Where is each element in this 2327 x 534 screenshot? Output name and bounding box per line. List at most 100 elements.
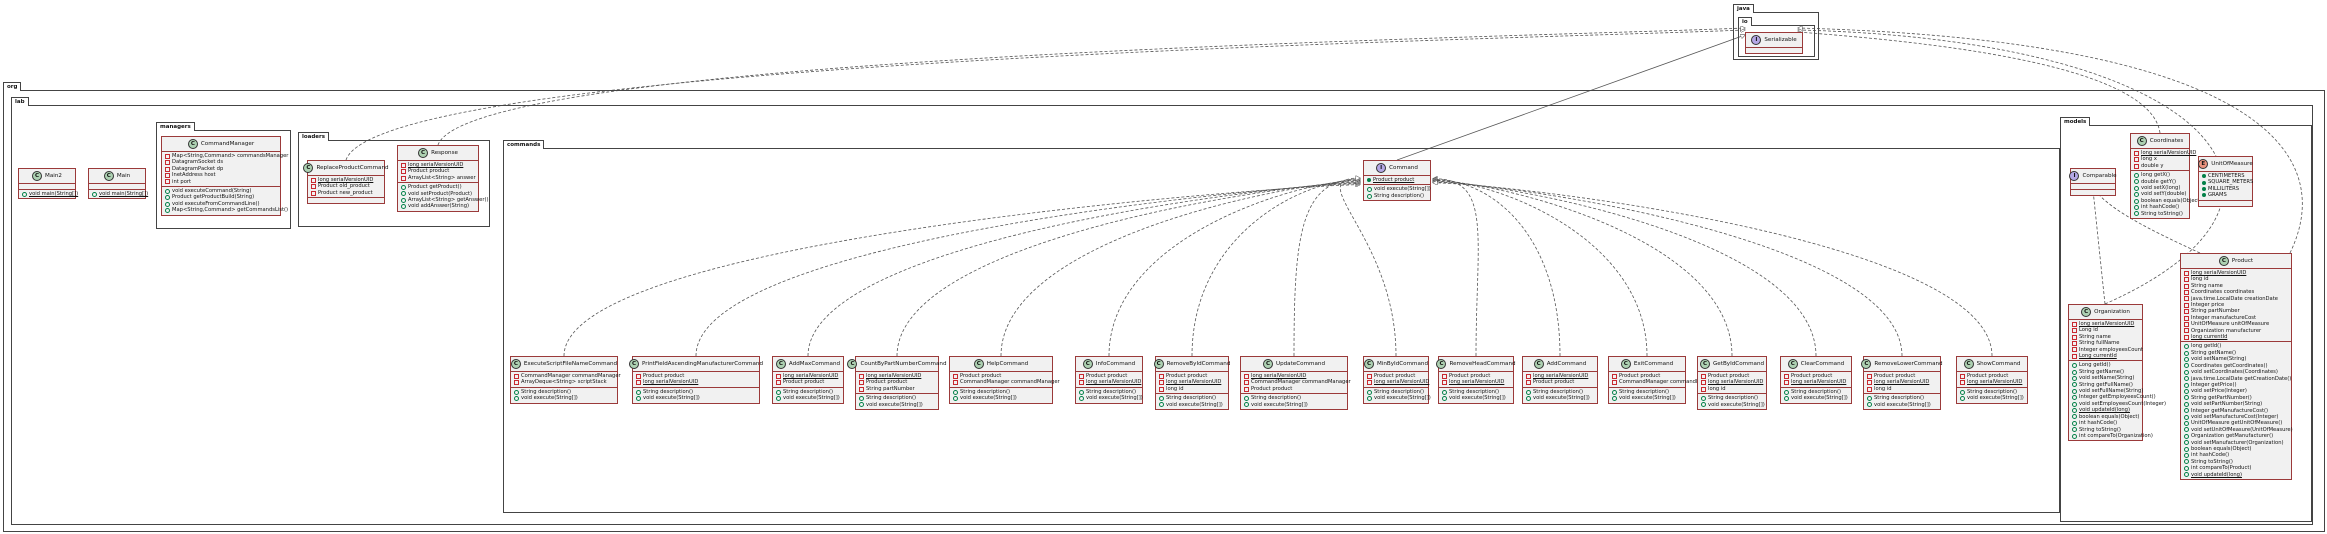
method: long getX(): [2141, 172, 2170, 179]
field: Product product: [1449, 373, 1491, 379]
method: void execute(String[]): [521, 395, 578, 402]
public-method-icon: [165, 195, 170, 201]
method: Integer getPrice(): [2191, 381, 2237, 388]
public-method-icon: [2184, 427, 2189, 433]
realization-line: [1798, 30, 2225, 305]
method: void setProduct(Product): [408, 190, 472, 197]
field: long serialVersionUID: [1874, 379, 1930, 386]
method: Integer getEmployeesCount(): [2079, 394, 2156, 401]
public-method-icon: [1784, 395, 1789, 401]
public-method-icon: [22, 191, 27, 197]
method: Integer getManufactureCost(): [2191, 407, 2269, 414]
enum-value: GRAMS: [2208, 192, 2227, 199]
class-name: ClearCommand: [1800, 360, 1845, 367]
method: void setFullName(String): [2079, 388, 2144, 395]
method: void execute(String[]): [1086, 395, 1143, 402]
method: void setY(double): [2141, 191, 2187, 198]
package-lab: lab: [11, 97, 2313, 525]
private-field-icon: [2072, 340, 2077, 346]
class-icon: C: [1436, 359, 1447, 369]
field: String partNumber: [866, 385, 915, 392]
method: void setX(long): [2141, 185, 2181, 192]
field: CommandManager commandManager: [1251, 379, 1351, 386]
field: Product product: [783, 379, 825, 386]
private-field-icon: [953, 380, 958, 386]
field: Product product: [1708, 373, 1750, 379]
realization-line: [1798, 32, 2161, 134]
package-org-label: org: [3, 82, 22, 91]
public-method-icon: [2072, 420, 2077, 426]
private-field-icon: [1244, 373, 1249, 379]
class-icon: C: [2218, 256, 2229, 266]
private-field-icon: [2134, 163, 2139, 169]
public-method-icon: [1784, 389, 1789, 395]
realization-line: [1339, 178, 1397, 357]
private-field-icon: [1612, 373, 1617, 379]
method: void setCoordinates(Coordinates): [2191, 369, 2278, 376]
class-name: AddMaxCommand: [788, 360, 841, 367]
field: long serialVersionUID: [1791, 379, 1847, 386]
method: String description(): [1086, 388, 1137, 395]
method: void execute(String[]): [1449, 395, 1506, 402]
class-icon: C: [187, 139, 198, 149]
method: void execute(String[]): [1533, 395, 1590, 402]
method: void setPrice(Integer): [2191, 388, 2247, 395]
private-field-icon: [2184, 315, 2189, 321]
public-method-icon: [2184, 376, 2189, 382]
field: Integer manufactureCost: [2191, 314, 2257, 321]
class-icon: C: [103, 171, 114, 181]
field: Product product: [1791, 373, 1833, 379]
public-method-icon: [1960, 395, 1965, 401]
field: java.time.LocalDate creationDate: [2191, 295, 2278, 302]
field: long x: [2141, 156, 2157, 163]
public-field-icon: [1367, 178, 1371, 183]
public-method-icon: [401, 191, 406, 197]
method: String getFullName(): [2079, 381, 2133, 388]
class-icon: C: [1699, 359, 1710, 369]
field: Product product: [1374, 373, 1416, 379]
method: String description(): [1619, 388, 1670, 395]
field: long serialVersionUID: [408, 162, 464, 168]
private-field-icon: [1367, 373, 1372, 379]
method: String description(): [1791, 388, 1842, 395]
private-field-icon: [514, 373, 519, 379]
realization-line: [1798, 28, 2303, 254]
class-name: ReplaceProductCommand: [316, 164, 389, 171]
field: Product product: [1086, 373, 1128, 379]
public-method-icon: [2184, 465, 2189, 471]
field: Integer price: [2191, 302, 2225, 309]
realization-line: [1433, 183, 1993, 357]
realization-line: [2093, 190, 2106, 305]
field: Product product: [866, 379, 908, 386]
field: long id: [1708, 385, 1726, 392]
class-icon: C: [1153, 359, 1164, 369]
